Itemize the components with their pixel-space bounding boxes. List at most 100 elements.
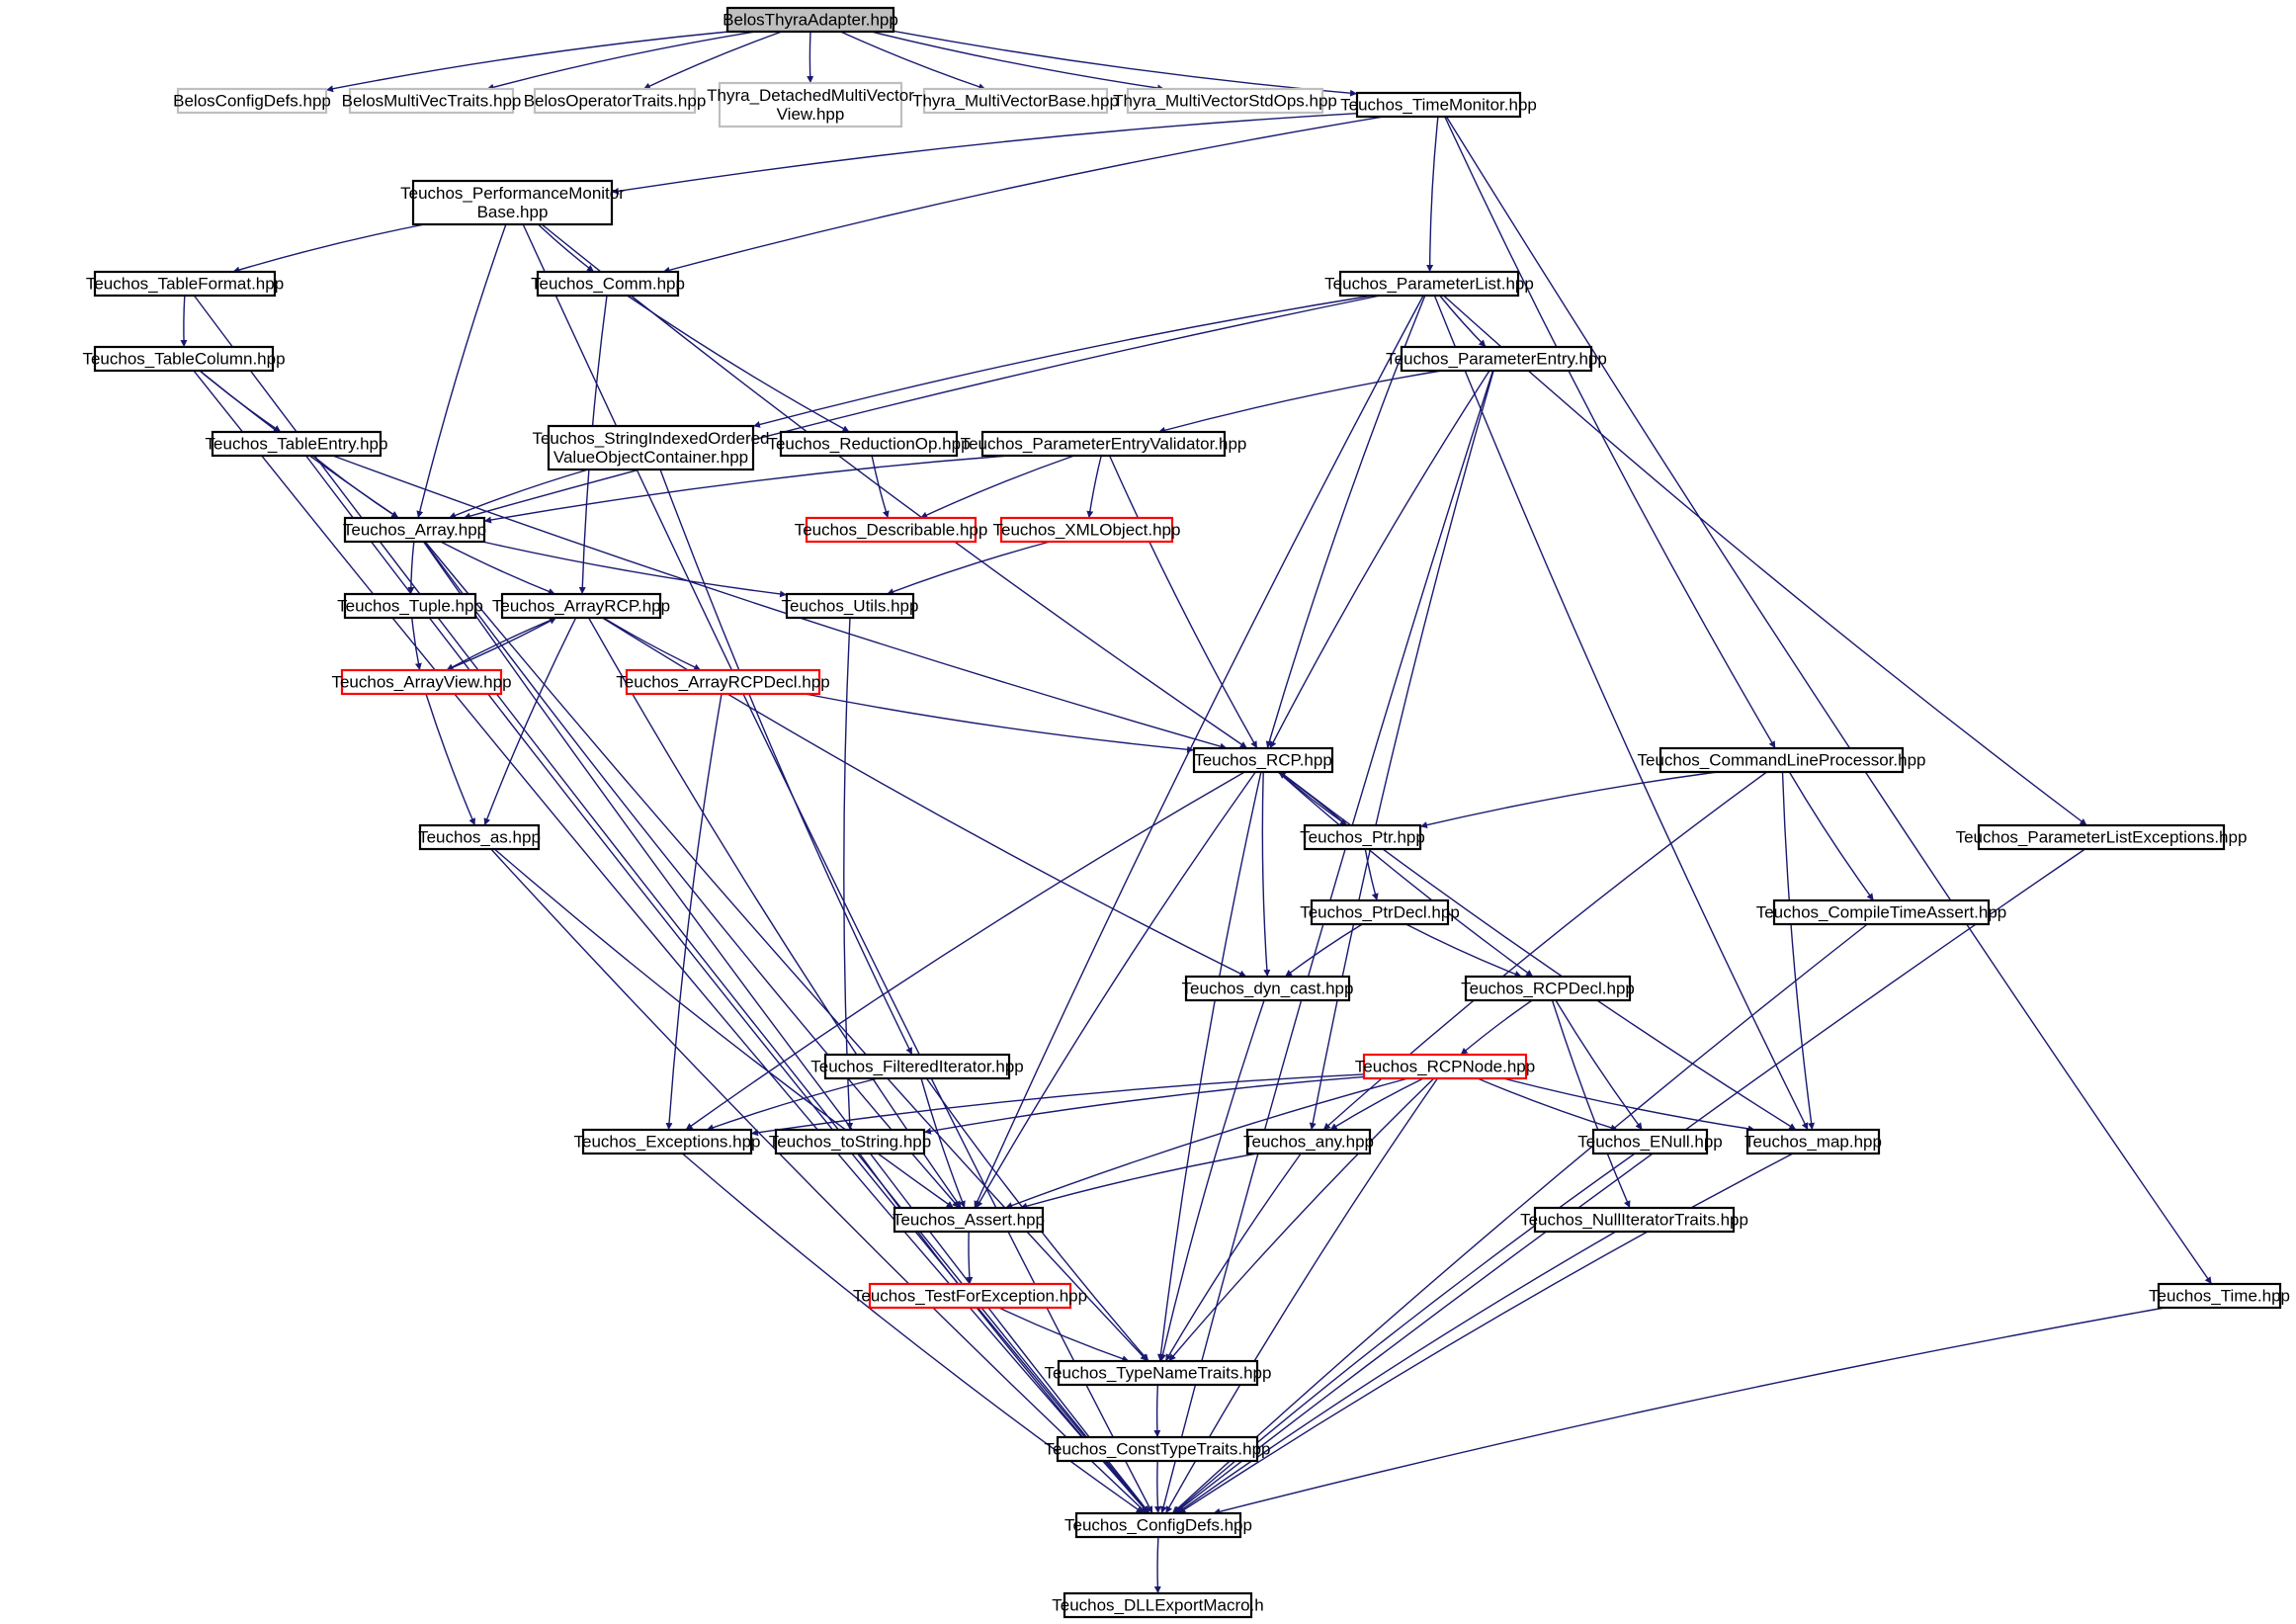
node-null-iter[interactable]: Teuchos_NullIteratorTraits.hpp: [1520, 1206, 1748, 1234]
node-const-type-traits[interactable]: Teuchos_ConstTypeTraits.hpp: [1045, 1435, 1271, 1463]
edge-root-to-belos-mvt: [486, 31, 756, 91]
edge-array-to-utils: [481, 541, 788, 598]
node-box: [93, 270, 277, 298]
node-config-defs[interactable]: Teuchos_ConfigDefs.hpp: [1064, 1511, 1252, 1539]
edge-array-rcp-to-array-view: [446, 617, 557, 671]
node-box: [2157, 1282, 2282, 1310]
edge-any-to-typename-traits: [1164, 1153, 1302, 1362]
node-test-for-exc[interactable]: Teuchos_TestForException.hpp: [853, 1282, 1087, 1310]
node-box: [785, 592, 915, 620]
edge-typename-traits-to-const-type-traits: [1153, 1384, 1161, 1438]
node-box: [343, 516, 486, 544]
node-ple[interactable]: Teuchos_ParameterListExceptions.hpp: [1956, 823, 2248, 851]
edge-perf-mon-to-table-format: [232, 223, 425, 274]
node-describable[interactable]: Teuchos_Describable.hpp: [795, 516, 988, 544]
node-array-view[interactable]: Teuchos_ArrayView.hpp: [331, 668, 512, 696]
edge-perf-mon-to-rcp: [541, 223, 1248, 749]
edge-rcp-node-to-map: [1502, 1077, 1755, 1133]
node-param-entry[interactable]: Teuchos_ParameterEntry.hpp: [1386, 345, 1607, 373]
node-belos-opt[interactable]: BelosOperatorTraits.hpp: [524, 87, 707, 115]
edge-param-entry-to-config-defs: [1159, 370, 1494, 1514]
node-array[interactable]: Teuchos_Array.hpp: [343, 516, 486, 544]
node-dyn-cast[interactable]: Teuchos_dyn_cast.hpp: [1182, 975, 1354, 1002]
node-label: Teuchos_ENull.hpp: [1577, 1133, 1722, 1152]
node-reduction-op[interactable]: Teuchos_ReductionOp.hpp: [767, 430, 971, 458]
edge-rcp-node-to-typename-traits: [1168, 1077, 1435, 1362]
node-rcp[interactable]: Teuchos_RCP.hpp: [1192, 746, 1334, 774]
edge-ptr-to-rcp: [1278, 771, 1348, 826]
node-label: Teuchos_as.hpp: [418, 828, 541, 847]
node-pev[interactable]: Teuchos_ParameterEntryValidator.hpp: [961, 430, 1247, 458]
node-filtered-iter[interactable]: Teuchos_FilteredIterator.hpp: [810, 1053, 1024, 1080]
node-cta[interactable]: Teuchos_CompileTimeAssert.hpp: [1756, 898, 2007, 926]
node-label: BelosMultiVecTraits.hpp: [342, 92, 522, 111]
node-ptr-decl[interactable]: Teuchos_PtrDecl.hpp: [1300, 898, 1460, 926]
node-table-format[interactable]: Teuchos_TableFormat.hpp: [86, 270, 284, 298]
node-box: [500, 592, 662, 620]
node-dll-export[interactable]: Teuchos_DLLExportMacro.h: [1052, 1591, 1264, 1619]
node-map[interactable]: Teuchos_map.hpp: [1744, 1128, 1882, 1155]
node-ptr[interactable]: Teuchos_Ptr.hpp: [1300, 823, 1425, 851]
edge-tuple-to-array-view: [411, 617, 422, 671]
edge-param-entry-to-any: [1309, 370, 1494, 1131]
node-utils[interactable]: Teuchos_Utils.hpp: [782, 592, 919, 620]
node-box: [1772, 898, 1991, 926]
node-box: [340, 668, 503, 696]
edge-array-to-config-defs: [422, 541, 1150, 1514]
node-table-column[interactable]: Teuchos_TableColumn.hpp: [82, 345, 286, 373]
edge-array-rcp-decl-to-rcp: [805, 693, 1195, 753]
node-array-rcp[interactable]: Teuchos_ArrayRCP.hpp: [492, 592, 670, 620]
node-time-monitor[interactable]: Teuchos_TimeMonitor.hpp: [1340, 91, 1537, 119]
node-tuple[interactable]: Teuchos_Tuple.hpp: [337, 592, 483, 620]
edge-map-to-config-defs: [1178, 1153, 1794, 1514]
edge-rcp-node-to-assert: [1005, 1077, 1408, 1209]
edge-clp-to-ptr: [1419, 771, 1718, 829]
nodes-layer: BelosThyraAdapter.hppBelosConfigDefs.hpp…: [82, 6, 2290, 1619]
edge-config-defs-to-dll-export: [1153, 1536, 1161, 1594]
node-box: [980, 430, 1227, 458]
edge-pev-to-describable: [919, 455, 1075, 519]
node-belos-config[interactable]: BelosConfigDefs.hpp: [173, 87, 331, 115]
edge-tostring-to-config-defs: [859, 1153, 1149, 1514]
node-enull[interactable]: Teuchos_ENull.hpp: [1577, 1128, 1723, 1155]
node-rcp-node[interactable]: Teuchos_RCPNode.hpp: [1355, 1053, 1535, 1080]
node-time[interactable]: Teuchos_Time.hpp: [2149, 1282, 2290, 1310]
node-as[interactable]: Teuchos_as.hpp: [418, 823, 541, 851]
edge-param-entry-to-rcp: [1269, 370, 1490, 749]
node-box: [718, 81, 903, 128]
node-box: [1184, 975, 1351, 1002]
node-thyra-mvb[interactable]: Thyra_MultiVectorBase.hpp: [912, 87, 1119, 115]
node-table-entry[interactable]: Teuchos_TableEntry.hpp: [206, 430, 388, 458]
node-box: [922, 87, 1109, 115]
edge-rcp-to-rcp-decl: [1277, 771, 1534, 978]
node-assert[interactable]: Teuchos_Assert.hpp: [893, 1206, 1045, 1234]
node-siovoc[interactable]: Teuchos_StringIndexedOrderedValueObjectC…: [532, 424, 770, 471]
node-comm[interactable]: Teuchos_Comm.hpp: [531, 270, 685, 298]
node-belos-mvt[interactable]: BelosMultiVecTraits.hpp: [342, 87, 522, 115]
node-param-list[interactable]: Teuchos_ParameterList.hpp: [1324, 270, 1534, 298]
node-thyra-mvso[interactable]: Thyra_MultiVectorStdOps.hpp: [1113, 87, 1337, 115]
edge-utils-to-tostring: [843, 617, 854, 1131]
node-label: BelosOperatorTraits.hpp: [524, 92, 707, 111]
node-array-rcp-decl[interactable]: Teuchos_ArrayRCPDecl.hpp: [616, 668, 830, 696]
node-label: Teuchos_FilteredIterator.hpp: [810, 1058, 1023, 1076]
node-box: [1362, 1053, 1528, 1080]
node-tostring[interactable]: Teuchos_toString.hpp: [769, 1128, 931, 1155]
edge-table-column-to-config-defs: [193, 370, 1149, 1514]
node-exceptions[interactable]: Teuchos_Exceptions.hpp: [573, 1128, 761, 1155]
node-label: Teuchos_dyn_cast.hpp: [1182, 980, 1354, 998]
edge-root-to-time-monitor: [893, 30, 1358, 97]
node-clp[interactable]: Teuchos_CommandLineProcessor.hpp: [1637, 746, 1926, 774]
node-xmlobject[interactable]: Teuchos_XMLObject.hpp: [993, 516, 1181, 544]
edge-root-to-belos-opt: [642, 31, 783, 90]
node-box: [581, 1128, 753, 1155]
node-root[interactable]: BelosThyraAdapter.hpp: [723, 6, 898, 34]
node-label: Teuchos_ParameterEntryValidator.hpp: [961, 435, 1247, 454]
node-box: [1591, 1128, 1709, 1155]
node-any[interactable]: Teuchos_any.hpp: [1243, 1128, 1374, 1155]
node-box: [1533, 1206, 1736, 1234]
node-rcp-decl[interactable]: Teuchos_RCPDecl.hpp: [1461, 975, 1635, 1002]
node-typename-traits[interactable]: Teuchos_TypeNameTraits.hpp: [1045, 1359, 1272, 1387]
